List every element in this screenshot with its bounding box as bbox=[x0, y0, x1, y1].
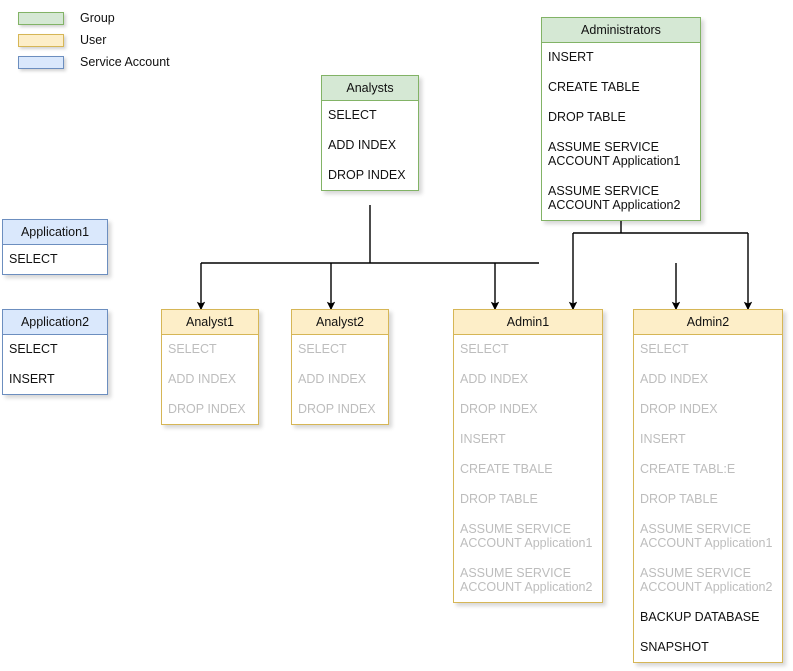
node-analyst1-permissions: SELECT ADD INDEX DROP INDEX bbox=[161, 335, 259, 425]
permission-item: ADD INDEX bbox=[328, 138, 397, 152]
permission-item: ASSUME SERVICE ACCOUNT Application2 bbox=[548, 184, 681, 212]
node-analyst2-title: Analyst2 bbox=[291, 309, 389, 335]
node-analysts-title: Analysts bbox=[321, 75, 419, 101]
permission-item: SELECT bbox=[640, 342, 689, 356]
permission-item: ASSUME SERVICE ACCOUNT Application2 bbox=[640, 566, 773, 594]
permission-item: INSERT bbox=[460, 432, 506, 446]
permission-item: ADD INDEX bbox=[460, 372, 529, 386]
node-admin1[interactable]: Admin1 SELECT ADD INDEX DROP INDEX INSER… bbox=[453, 309, 603, 603]
permission-item: CREATE TABL:E bbox=[640, 462, 736, 476]
node-admin2-permissions: SELECT ADD INDEX DROP INDEX INSERT CREAT… bbox=[633, 335, 783, 663]
node-admin2[interactable]: Admin2 SELECT ADD INDEX DROP INDEX INSER… bbox=[633, 309, 783, 663]
permission-item: DROP INDEX bbox=[298, 402, 376, 416]
permission-item: ASSUME SERVICE ACCOUNT Application1 bbox=[460, 522, 593, 550]
permission-item: CREATE TABLE bbox=[548, 80, 640, 94]
permission-item: SELECT bbox=[460, 342, 509, 356]
permission-item: SELECT bbox=[9, 252, 58, 266]
permission-item: SELECT bbox=[298, 342, 347, 356]
node-administrators[interactable]: Administrators INSERT CREATE TABLE DROP … bbox=[541, 17, 701, 221]
permission-item: BACKUP DATABASE bbox=[640, 610, 760, 624]
permission-item: ASSUME SERVICE ACCOUNT Application1 bbox=[640, 522, 773, 550]
permission-item: ASSUME SERVICE ACCOUNT Application1 bbox=[548, 140, 681, 168]
permission-item: DROP INDEX bbox=[640, 402, 718, 416]
node-analysts-permissions: SELECT ADD INDEX DROP INDEX bbox=[321, 101, 419, 191]
permission-item: DROP TABLE bbox=[640, 492, 718, 506]
node-analyst2[interactable]: Analyst2 SELECT ADD INDEX DROP INDEX bbox=[291, 309, 389, 425]
node-analysts[interactable]: Analysts SELECT ADD INDEX DROP INDEX bbox=[321, 75, 419, 191]
node-administrators-permissions: INSERT CREATE TABLE DROP TABLE ASSUME SE… bbox=[541, 43, 701, 221]
permission-item: CREATE TBALE bbox=[460, 462, 553, 476]
node-application2-permissions: SELECT INSERT bbox=[2, 335, 108, 395]
permission-item: DROP TABLE bbox=[460, 492, 538, 506]
legend: Group User Service Account bbox=[18, 8, 218, 74]
permission-item: DROP TABLE bbox=[548, 110, 626, 124]
permission-item: INSERT bbox=[548, 50, 594, 64]
node-application1[interactable]: Application1 SELECT bbox=[2, 219, 108, 275]
node-application2[interactable]: Application2 SELECT INSERT bbox=[2, 309, 108, 395]
permission-item: SELECT bbox=[328, 108, 377, 122]
permission-item: DROP INDEX bbox=[168, 402, 246, 416]
node-analyst1[interactable]: Analyst1 SELECT ADD INDEX DROP INDEX bbox=[161, 309, 259, 425]
permission-item: ADD INDEX bbox=[298, 372, 367, 386]
node-application2-title: Application2 bbox=[2, 309, 108, 335]
node-application1-permissions: SELECT bbox=[2, 245, 108, 275]
node-analyst2-permissions: SELECT ADD INDEX DROP INDEX bbox=[291, 335, 389, 425]
legend-label-user: User bbox=[80, 33, 107, 47]
node-administrators-title: Administrators bbox=[541, 17, 701, 43]
permission-item: INSERT bbox=[640, 432, 686, 446]
permission-item: DROP INDEX bbox=[460, 402, 538, 416]
permission-item: ADD INDEX bbox=[640, 372, 709, 386]
node-admin1-permissions: SELECT ADD INDEX DROP INDEX INSERT CREAT… bbox=[453, 335, 603, 603]
legend-swatch-service-account bbox=[18, 55, 64, 69]
legend-label-group: Group bbox=[80, 11, 115, 25]
legend-swatch-user bbox=[18, 33, 64, 47]
permission-item: SELECT bbox=[9, 342, 58, 356]
legend-label-service-account: Service Account bbox=[80, 55, 170, 69]
permission-item: ASSUME SERVICE ACCOUNT Application2 bbox=[460, 566, 593, 594]
legend-item-service-account: Service Account bbox=[18, 52, 218, 72]
node-analyst1-title: Analyst1 bbox=[161, 309, 259, 335]
legend-swatch-group bbox=[18, 11, 64, 25]
permission-item: ADD INDEX bbox=[168, 372, 237, 386]
permission-item: SELECT bbox=[168, 342, 217, 356]
permission-item: SNAPSHOT bbox=[640, 640, 709, 654]
legend-item-group: Group bbox=[18, 8, 218, 28]
node-application1-title: Application1 bbox=[2, 219, 108, 245]
permission-item: INSERT bbox=[9, 372, 55, 386]
permission-item: DROP INDEX bbox=[328, 168, 406, 182]
legend-item-user: User bbox=[18, 30, 218, 50]
node-admin2-title: Admin2 bbox=[633, 309, 783, 335]
node-admin1-title: Admin1 bbox=[453, 309, 603, 335]
